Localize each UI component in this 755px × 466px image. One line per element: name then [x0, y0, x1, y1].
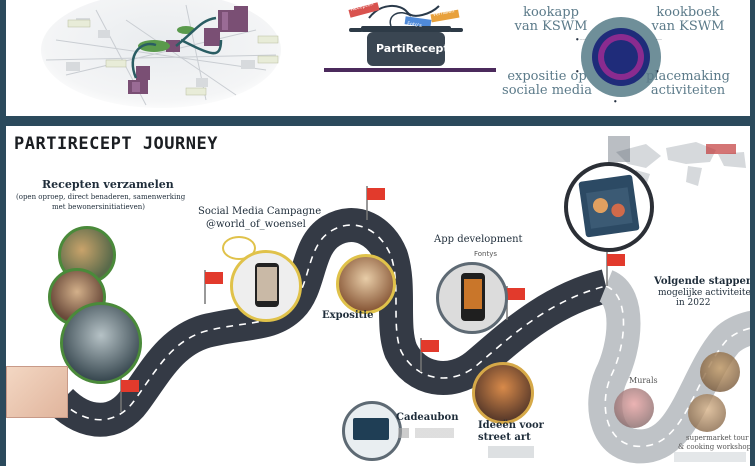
street-art-photo [472, 362, 534, 424]
supermarket-photo-1 [700, 352, 740, 392]
app-development-title: App development [434, 234, 523, 245]
cadeaubon-logos [398, 428, 454, 438]
social-media-title: Social Media Campagne [198, 206, 322, 217]
recepten-subtitle-line1: (open oproep, direct benaderen, samenwer… [16, 193, 186, 201]
output-wheel-diagram: ● —— —— ● ● ● [576, 17, 662, 103]
next-steps-year: in 2022 [676, 298, 711, 308]
phone-icon [255, 263, 279, 307]
wheel-label-placemaking: placemaking activiteiten [645, 69, 730, 98]
svg-text:——: —— [656, 37, 662, 41]
pot-tag-2: Verhalen [432, 8, 455, 18]
supermarket-label-line1: supermarket tour [686, 434, 749, 442]
wheel-label-expositie: expositie op sociale media [502, 69, 592, 98]
wheel-label-kookboek: kookboek van KSWM [651, 5, 725, 34]
next-steps-subtitle: mogelijke activiteiten [658, 288, 750, 298]
supermarket-photo-2 [688, 394, 726, 432]
recepten-photo-3 [60, 302, 142, 384]
svg-text:●: ● [656, 69, 659, 73]
milestone-flag-1 [120, 378, 139, 412]
gift-card-icon [353, 418, 389, 440]
wheel-label-kookapp: kookapp van KSWM [514, 5, 588, 34]
social-media-phone-circle [230, 250, 302, 322]
fontys-logo: Fontys [474, 250, 498, 258]
neighbourhood-map-illustration [41, 0, 281, 108]
svg-text:●: ● [576, 69, 579, 73]
svg-text:●: ● [614, 99, 617, 103]
app-phone-circle [436, 262, 508, 334]
social-media-handle: @world_of_woensel [206, 219, 306, 230]
murals-label: Murals [629, 376, 658, 385]
supermarket-label-line2: & cooking workshop [678, 443, 750, 451]
cookbook-circle [564, 162, 654, 252]
pot-tag-0: Recepten [350, 1, 374, 13]
app-phone-icon [461, 273, 485, 321]
pot-label: PartiRecept [376, 42, 449, 55]
pot-tag-1: Foto's [407, 21, 423, 29]
ideeen-label-line2: street art [478, 432, 531, 443]
journey-title: PARTIRECEPT JOURNEY [14, 134, 218, 154]
cookbook-icon [578, 174, 640, 238]
cadeaubon-label: Cadeaubon [396, 412, 459, 423]
svg-text:● ——: ● —— [576, 37, 586, 41]
pot-underline [324, 68, 496, 72]
ideeen-label-line1: Ideeën voor [478, 420, 544, 431]
next-steps-logos [674, 452, 746, 462]
next-steps-title: Volgende stappen: [654, 276, 750, 287]
milestone-flag-6 [606, 252, 625, 286]
milestone-flag-4 [420, 338, 439, 372]
recepten-title: Recepten verzamelen [42, 178, 174, 191]
start-illustration [6, 366, 68, 418]
journey-panel: PARTIRECEPT JOURNEY Recepten verzamelen … [6, 126, 750, 466]
milestone-flag-3 [366, 186, 385, 220]
expositie-label: Expositie [322, 310, 374, 321]
recepten-subtitle-line2: met bewonersinitiatieven) [52, 203, 145, 211]
street-art-logos [488, 446, 534, 458]
journey-road [48, 208, 750, 464]
cadeaubon-circle [342, 401, 402, 461]
expositie-photo [336, 254, 396, 314]
world-map-illustration [608, 136, 746, 192]
murals-photo [614, 388, 654, 428]
milestone-flag-2 [204, 270, 223, 304]
